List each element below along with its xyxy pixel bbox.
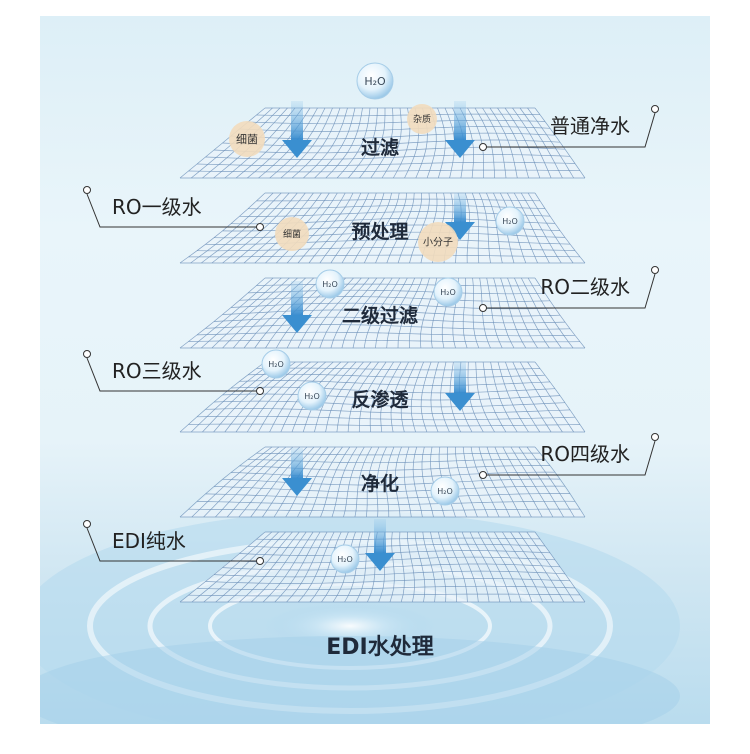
stage-title: 净化 (361, 472, 399, 495)
svg-text:杂质: 杂质 (413, 113, 431, 125)
svg-text:小分子: 小分子 (423, 237, 453, 249)
svg-text:普通净水: 普通净水 (550, 114, 630, 138)
svg-text:H₂O: H₂O (364, 75, 386, 88)
water-drop-icon: H₂O (357, 63, 393, 99)
svg-text:RO四级水: RO四级水 (540, 442, 630, 466)
svg-text:H₂O: H₂O (268, 360, 284, 369)
stage-title: 预处理 (351, 220, 408, 243)
small-molecule-particle: 小分子 (418, 222, 458, 262)
impurity-particle: 杂质 (407, 104, 437, 134)
water-drop-icon: H₂O (496, 207, 524, 235)
footer-title: EDI水处理 (326, 634, 433, 660)
svg-text:H₂O: H₂O (322, 280, 338, 289)
svg-text:细菌: 细菌 (283, 228, 301, 240)
water-drop-icon: H₂O (298, 382, 326, 410)
svg-text:H₂O: H₂O (440, 288, 456, 297)
svg-text:H₂O: H₂O (304, 392, 320, 401)
svg-text:RO二级水: RO二级水 (540, 275, 630, 299)
water-drop-icon: H₂O (434, 278, 462, 306)
stage-title: 过滤 (361, 137, 399, 159)
stage-title: 反渗透 (351, 388, 409, 411)
water-drop-icon: H₂O (262, 350, 290, 378)
svg-text:细菌: 细菌 (236, 133, 258, 146)
bacteria-particle: 细菌 (229, 121, 265, 157)
svg-text:H₂O: H₂O (437, 487, 453, 496)
svg-text:H₂O: H₂O (337, 555, 353, 564)
water-drop-icon: H₂O (316, 270, 344, 298)
svg-text:RO三级水: RO三级水 (112, 359, 202, 383)
svg-text:RO一级水: RO一级水 (112, 195, 202, 219)
water-treatment-scene: H₂O 细菌 杂质细菌小分子 H₂O H₂O H₂O H₂O H₂O H₂O H₂O 过滤预处理二级… (40, 16, 710, 724)
water-drop-icon: H₂O (331, 545, 359, 573)
svg-text:H₂O: H₂O (502, 217, 518, 226)
water-drop-icon: H₂O (431, 477, 459, 505)
stage-title: 二级过滤 (342, 304, 418, 327)
svg-text:EDI纯水: EDI纯水 (112, 529, 186, 553)
bacteria-particle: 细菌 (275, 217, 309, 251)
